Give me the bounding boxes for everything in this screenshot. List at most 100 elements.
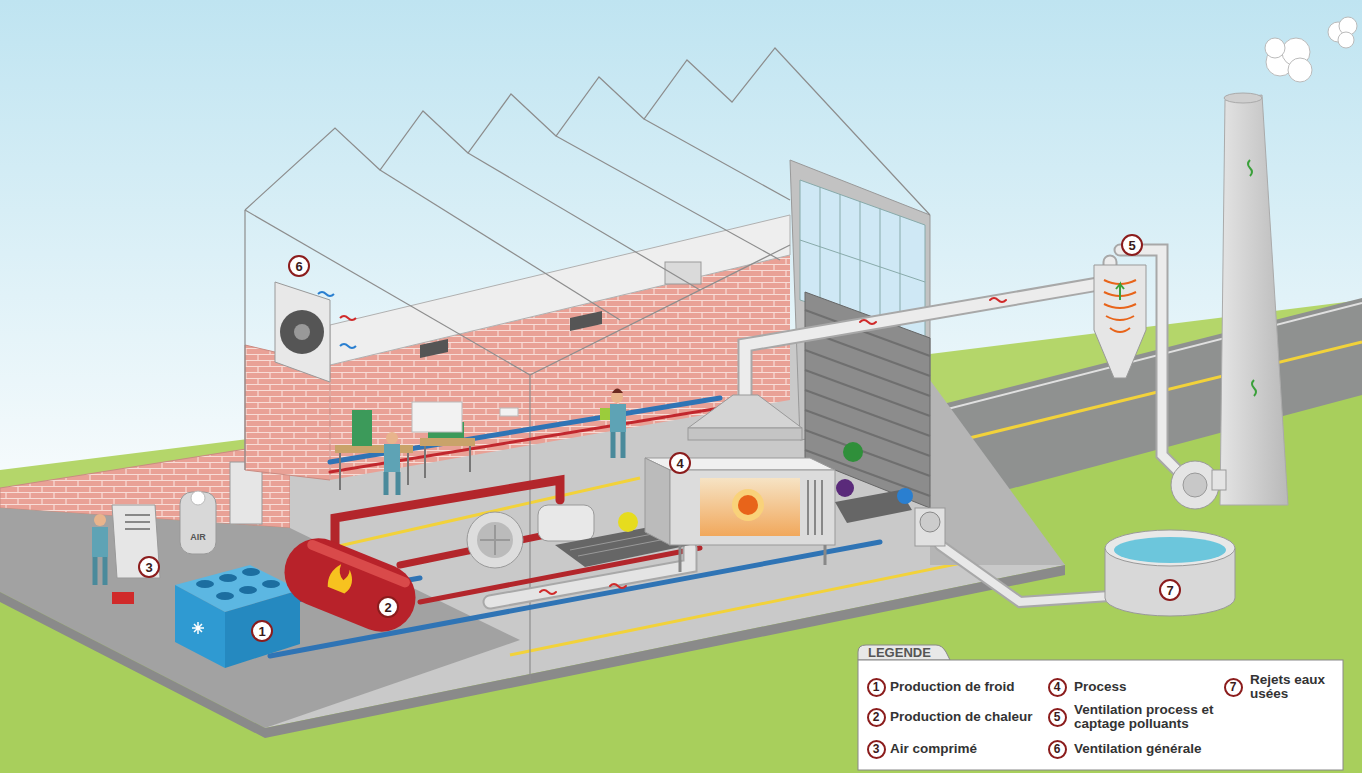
cyclone-fan-chimney-part xyxy=(1224,93,1262,103)
right-wall-part xyxy=(930,380,1065,565)
cold-production-part xyxy=(192,622,204,634)
roof-outline-part xyxy=(529,375,530,682)
callout-number: 7 xyxy=(1159,579,1181,601)
process-part xyxy=(843,442,863,462)
legend-frame-part xyxy=(858,645,950,660)
general-ventilation-part xyxy=(280,310,324,354)
legend-text: Production de froid xyxy=(890,680,1050,694)
workshop-part xyxy=(610,404,626,432)
roof-outline-part xyxy=(468,153,700,290)
cyclone-fan-chimney-part-part xyxy=(1288,58,1312,82)
legend-number: 4 xyxy=(1048,678,1067,697)
workshop-part xyxy=(420,438,475,446)
brick-walls-part xyxy=(330,215,790,365)
pipes xyxy=(270,250,1185,656)
pipes-part xyxy=(420,548,700,602)
legend-frame-part xyxy=(858,660,1343,770)
process-part xyxy=(670,470,835,545)
process-part xyxy=(836,479,854,497)
compressed-air-part xyxy=(94,514,106,526)
process-part xyxy=(808,480,822,535)
roof-outline-part xyxy=(244,210,245,470)
roof-outline xyxy=(245,48,930,682)
compressed-air-part xyxy=(191,491,205,505)
cold-production-part xyxy=(262,580,280,588)
legend-number: 6 xyxy=(1048,740,1067,759)
callout-number: 6 xyxy=(288,255,310,277)
pipes-part xyxy=(745,262,1110,400)
wastewater-basin-part xyxy=(1105,530,1235,566)
workshop-part xyxy=(386,472,398,495)
brick-walls-part xyxy=(570,311,602,331)
pipes-part xyxy=(940,545,1110,602)
roof-outline-part xyxy=(556,136,780,260)
callout-number: 2 xyxy=(377,596,399,618)
process-part xyxy=(700,478,800,536)
general-ventilation-part xyxy=(318,292,334,296)
workshop-part xyxy=(412,402,462,432)
compressed-air-part xyxy=(92,527,108,557)
process-part xyxy=(538,505,594,541)
wastewater-basin-part xyxy=(1114,537,1226,563)
general-ventilation-part xyxy=(340,344,356,348)
workshop-part xyxy=(335,445,413,453)
process-part xyxy=(732,489,764,521)
roof-outline-part xyxy=(380,170,620,320)
callout-number: 3 xyxy=(138,556,160,578)
process xyxy=(467,395,945,572)
process-part xyxy=(618,512,638,532)
cold-production-part xyxy=(225,590,300,668)
cyclone-fan-chimney xyxy=(1094,17,1357,509)
legend-text: Process xyxy=(1074,680,1214,694)
workshop-part xyxy=(613,432,623,458)
process-part xyxy=(467,512,523,568)
tank-label: AIR xyxy=(190,532,206,542)
process-part xyxy=(738,495,758,515)
workshop-part xyxy=(612,389,623,394)
pipes-part xyxy=(940,545,1110,602)
process-part xyxy=(680,545,825,572)
roof-outline-part xyxy=(245,48,930,215)
process-part xyxy=(915,508,945,546)
cyclone-fan-chimney-part xyxy=(1183,473,1207,497)
workshop-part xyxy=(500,408,518,416)
cold-production-part xyxy=(242,568,260,576)
heat-production-part xyxy=(274,528,426,642)
legend-heading: LEGENDE xyxy=(868,645,931,660)
workshop xyxy=(335,389,626,496)
wastewater-basin xyxy=(1105,530,1235,616)
cyclone-fan-chimney-part xyxy=(1252,380,1256,396)
brick-walls-part xyxy=(420,339,448,358)
cyclone-fan-chimney-part xyxy=(1248,160,1252,176)
general-ventilation xyxy=(275,282,356,382)
legend-number: 2 xyxy=(867,708,886,727)
pipes-part xyxy=(540,590,556,594)
legend-text: Rejets eaux usées xyxy=(1250,673,1330,701)
general-ventilation-part xyxy=(275,282,330,382)
workshop-part xyxy=(425,446,470,478)
cold-production-part xyxy=(196,580,214,588)
process-part xyxy=(688,395,802,428)
process-part xyxy=(645,458,670,545)
compressed-air-part xyxy=(95,557,105,585)
general-ventilation-part xyxy=(294,324,310,340)
legend-text: Production de chaleur xyxy=(890,710,1050,724)
workshop-part xyxy=(600,408,610,420)
roof-outline-part xyxy=(644,119,790,200)
pipes-part xyxy=(860,320,876,324)
legend-text: Ventilation process et captage polluants xyxy=(1074,703,1219,731)
process-part xyxy=(480,525,510,555)
legend-frame xyxy=(858,645,1343,770)
heat-production xyxy=(274,528,426,642)
pipes-part xyxy=(610,584,626,588)
cold-production xyxy=(175,565,300,668)
legend-number: 7 xyxy=(1224,678,1243,697)
workshop-part xyxy=(352,410,372,446)
compressed-air-part xyxy=(125,515,150,529)
process-part xyxy=(688,428,802,440)
cyclone-fan-chimney-part xyxy=(1104,280,1136,332)
heat-production-part-part xyxy=(326,562,357,595)
cyclone-fan-chimney-part-part xyxy=(1338,32,1354,48)
